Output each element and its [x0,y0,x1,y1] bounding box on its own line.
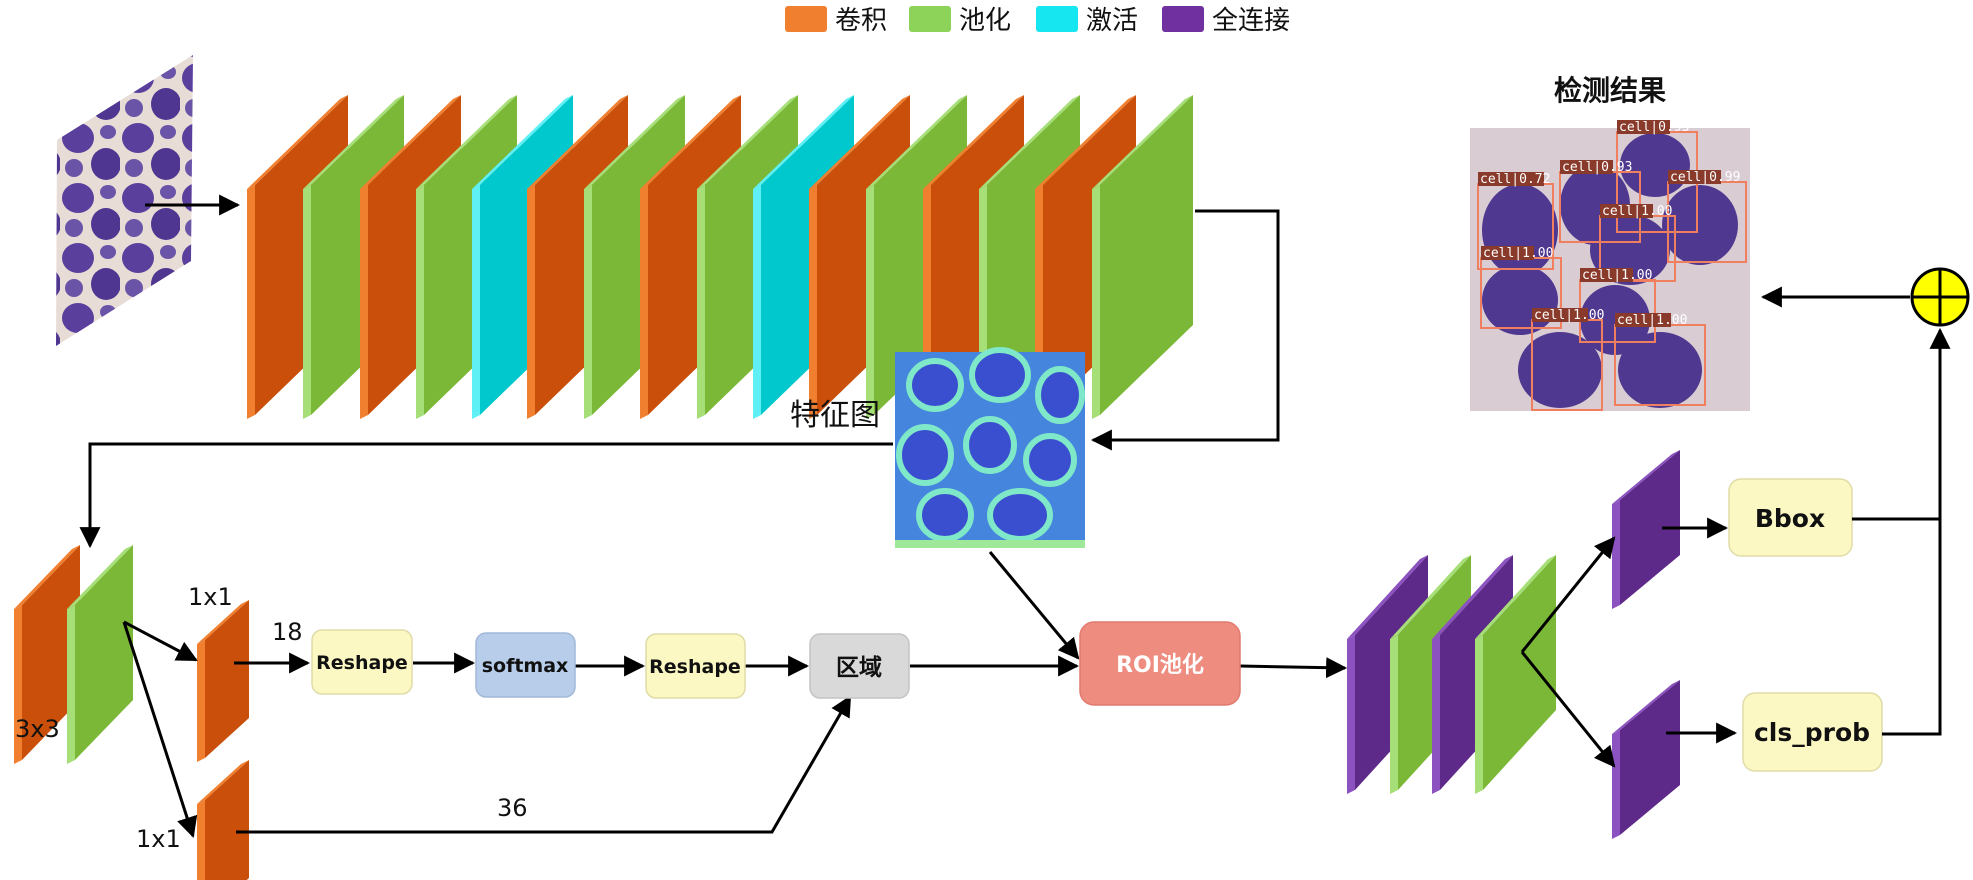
legend: 卷积 池化 激活 全连接 [785,6,1290,36]
detection-tag [1478,172,1544,186]
rpn-reg-conv-1x1 [197,760,249,880]
detection-box: cell|1.00 [1531,308,1604,411]
reshape-box-2: Reshape [645,633,746,699]
cls-prob-box: cls_prob [1742,692,1883,772]
bbox-box-label: Bbox [1755,504,1825,533]
detection-box: cell|1.00 [1599,204,1676,282]
roi-to-fc-arrow [1239,657,1348,679]
head-pool-2 [1475,555,1556,794]
detection-label: cell|1.00 [1602,204,1672,219]
feature-to-rpn-arrow [79,442,893,549]
input-image [56,55,193,346]
softmax-box: softmax [475,632,576,698]
legend-item: 全连接 [1162,6,1290,36]
detection-tag [1532,308,1588,322]
cls-fc [1612,680,1680,839]
detection-tag [1600,204,1653,218]
detection-box: cell|1.00 [1480,246,1562,329]
detection-box: cell|1.00 [1579,268,1656,343]
cls-channels-label: 18 [272,618,303,646]
rpn-layers [14,545,249,880]
legend-item: 池化 [909,6,1011,36]
bbox-box: Bbox [1728,478,1853,557]
legend-label: 池化 [959,6,1011,36]
detection-label: cell|1.00 [1582,268,1652,283]
legend-label: 激活 [1086,6,1138,36]
result-title: 检测结果 [1554,74,1666,107]
head-to-cls-branch-arrow [1520,651,1616,768]
detection-tag [1481,246,1534,260]
rpn-1x1-bottom-label: 1x1 [136,825,181,853]
legend-swatch [785,6,827,32]
legend-label: 全连接 [1212,6,1290,36]
detection-label: cell|1.00 [1483,246,1553,261]
detection-box: cell|0.72 [1477,172,1554,270]
reshape-box-1: Reshape [311,629,413,695]
legend-swatch [909,6,951,32]
rpn-cls-conv-1x1 [197,600,249,762]
merge-to-sum-arrow [1882,327,1951,736]
detection-box: cell|1.00 [1614,313,1706,406]
detection-tag [1615,313,1671,327]
legend-swatch [1162,6,1204,32]
reshape-box-2-label: Reshape [649,656,741,678]
softmax-box-label: softmax [482,655,569,677]
roi-pooling-box: ROI池化 [1079,621,1241,706]
rpn-split-arrow-bottom [122,621,198,838]
region-box-label: 区域 [836,654,882,681]
cls-prob-box-label: cls_prob [1754,718,1870,747]
legend-item: 激活 [1036,6,1138,36]
reg-channels-label: 36 [497,794,528,822]
reg-to-region-arrow [236,695,852,834]
feature-to-roi-arrow [988,551,1080,660]
rpn-1x1-top-label: 1x1 [188,583,233,611]
backbone-layers [247,95,1193,419]
rpn-split-arrow-top [123,620,198,662]
detection-label: cell|0.93 [1619,120,1689,135]
detection-label: cell|1.00 [1534,308,1604,323]
rpn-conv-3x3 [14,545,80,764]
detection-boxes: cell|0.93 cell|0.72 cell|0.93 cell|0.99 cell… [1477,120,1747,411]
detection-box: cell|0.99 [1667,170,1747,263]
roi-pooling-box-label: ROI池化 [1116,652,1204,678]
head-to-bbox-branch-arrow [1520,536,1616,653]
detection-tag [1580,268,1633,282]
rpn-pool-3x3 [67,545,133,764]
detection-tag [1668,170,1721,184]
detection-label: cell|0.72 [1480,172,1550,187]
rpn-3x3-label: 3x3 [15,715,60,743]
detection-label: cell|1.00 [1617,313,1687,328]
legend-label: 卷积 [835,6,887,36]
backbone-layer-pool [1092,95,1193,419]
feature-map-image [895,347,1085,548]
detection-label: cell|0.93 [1562,160,1632,175]
bbox-fc [1612,450,1680,609]
backbone-to-feature-arrow [1090,209,1280,451]
head-layers [1347,450,1680,839]
sum-node [1910,267,1970,327]
detection-tag [1560,160,1613,174]
legend-item: 卷积 [785,6,887,36]
region-box: 区域 [809,633,910,699]
feature-map-label: 特征图 [790,398,880,433]
reshape-box-1-label: Reshape [316,652,408,674]
detection-label: cell|0.99 [1670,170,1740,185]
legend-swatch [1036,6,1078,32]
detection-tag [1617,120,1670,134]
